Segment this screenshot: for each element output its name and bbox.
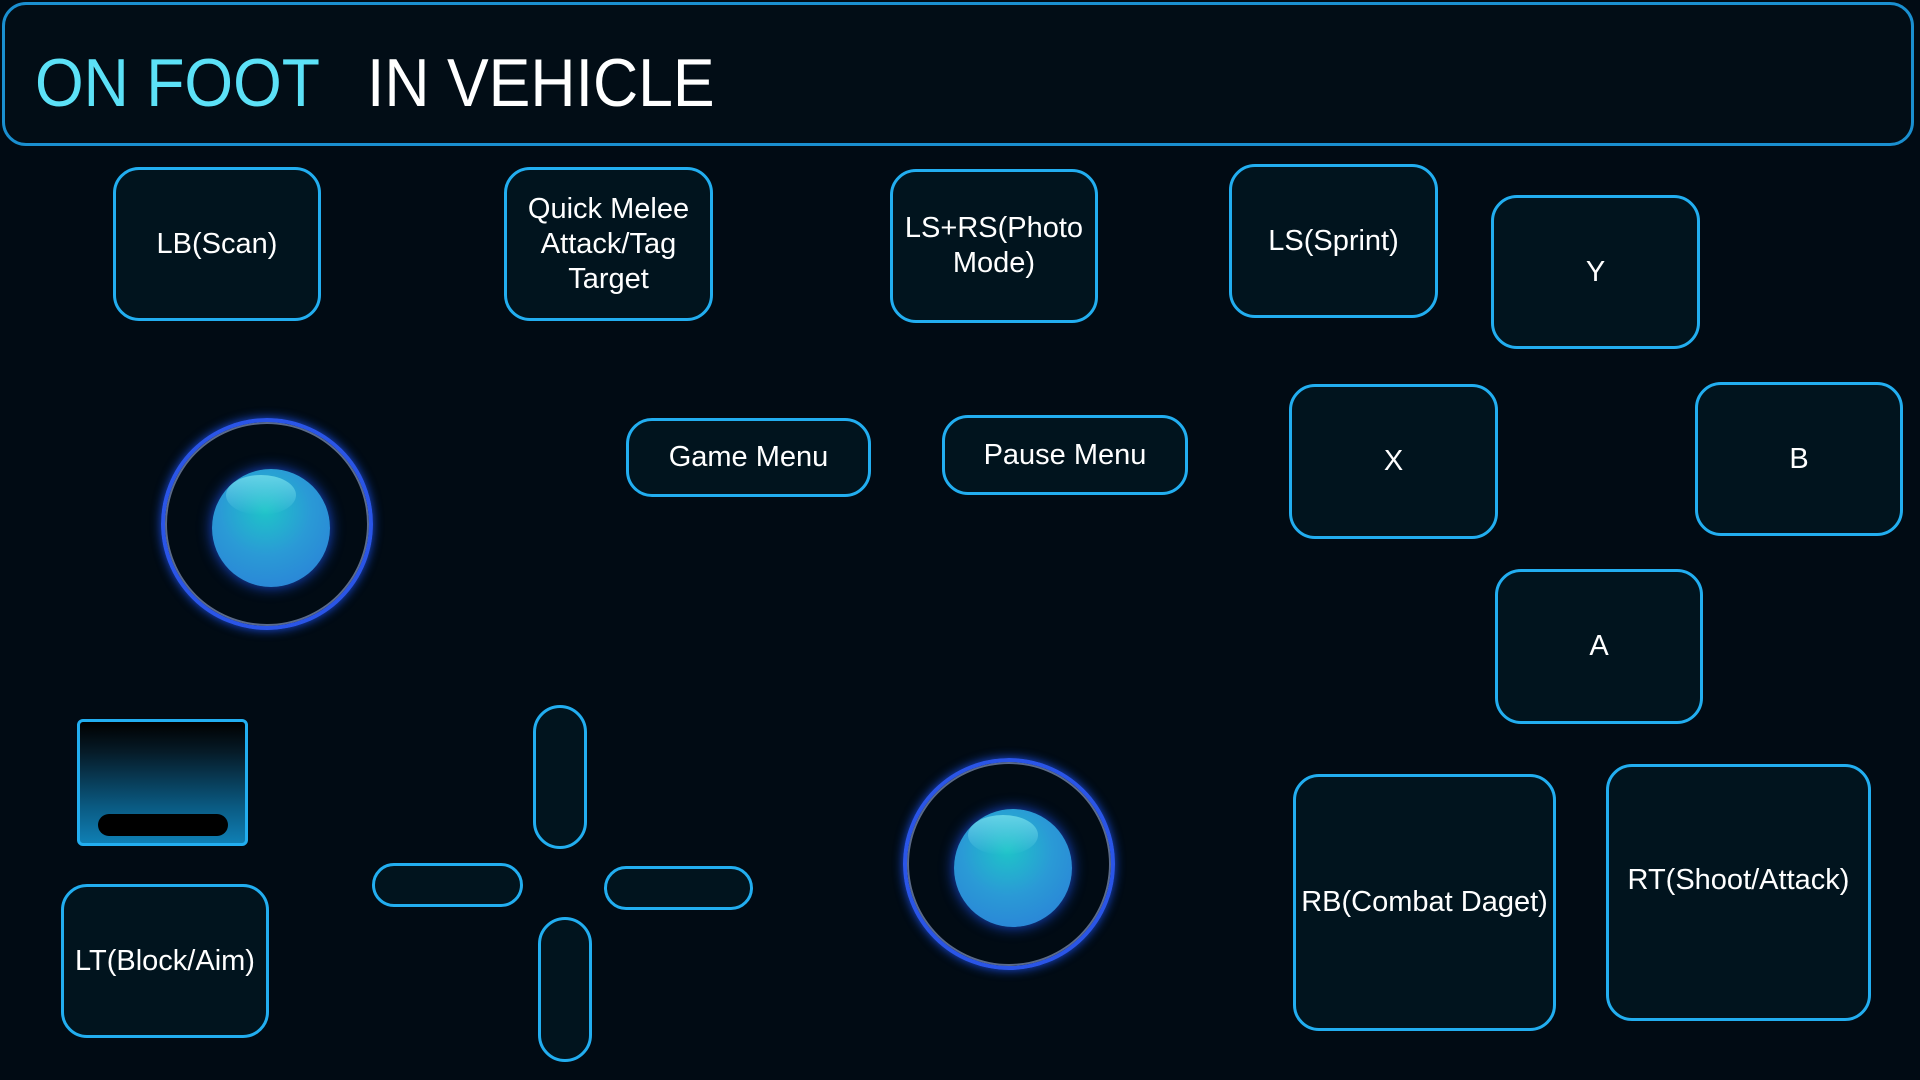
dpad-right[interactable] [604, 866, 753, 910]
quick-melee-button[interactable]: Quick Melee Attack/Tag Target [504, 167, 713, 321]
a-button[interactable]: A [1495, 569, 1703, 724]
lt-block-aim-button[interactable]: LT(Block/Aim) [61, 884, 269, 1038]
sprint-button[interactable]: LS(Sprint) [1229, 164, 1438, 318]
left-joystick-knob[interactable] [212, 469, 330, 587]
right-joystick-knob[interactable] [954, 809, 1072, 927]
right-joystick[interactable] [903, 758, 1115, 970]
game-menu-button[interactable]: Game Menu [626, 418, 871, 497]
rt-shoot-attack-button[interactable]: RT(Shoot/Attack) [1606, 764, 1871, 1021]
tab-in-vehicle[interactable]: IN VEHICLE [367, 45, 715, 121]
y-button[interactable]: Y [1491, 195, 1700, 349]
x-button[interactable]: X [1289, 384, 1498, 539]
dpad-left[interactable] [372, 863, 523, 907]
b-button[interactable]: B [1695, 382, 1903, 536]
lt-trigger-slider[interactable] [77, 719, 248, 846]
left-joystick[interactable] [161, 418, 373, 630]
pause-menu-button[interactable]: Pause Menu [942, 415, 1188, 495]
photo-mode-button[interactable]: LS+RS(Photo Mode) [890, 169, 1098, 323]
tab-on-foot[interactable]: ON FOOT [35, 45, 320, 121]
lb-scan-button[interactable]: LB(Scan) [113, 167, 321, 321]
dpad-up[interactable] [533, 705, 587, 849]
mode-tab-bar: ON FOOT IN VEHICLE [2, 2, 1914, 146]
slider-handle[interactable] [98, 814, 228, 836]
rb-combat-button[interactable]: RB(Combat Daget) [1293, 774, 1556, 1031]
dpad-down[interactable] [538, 917, 592, 1062]
